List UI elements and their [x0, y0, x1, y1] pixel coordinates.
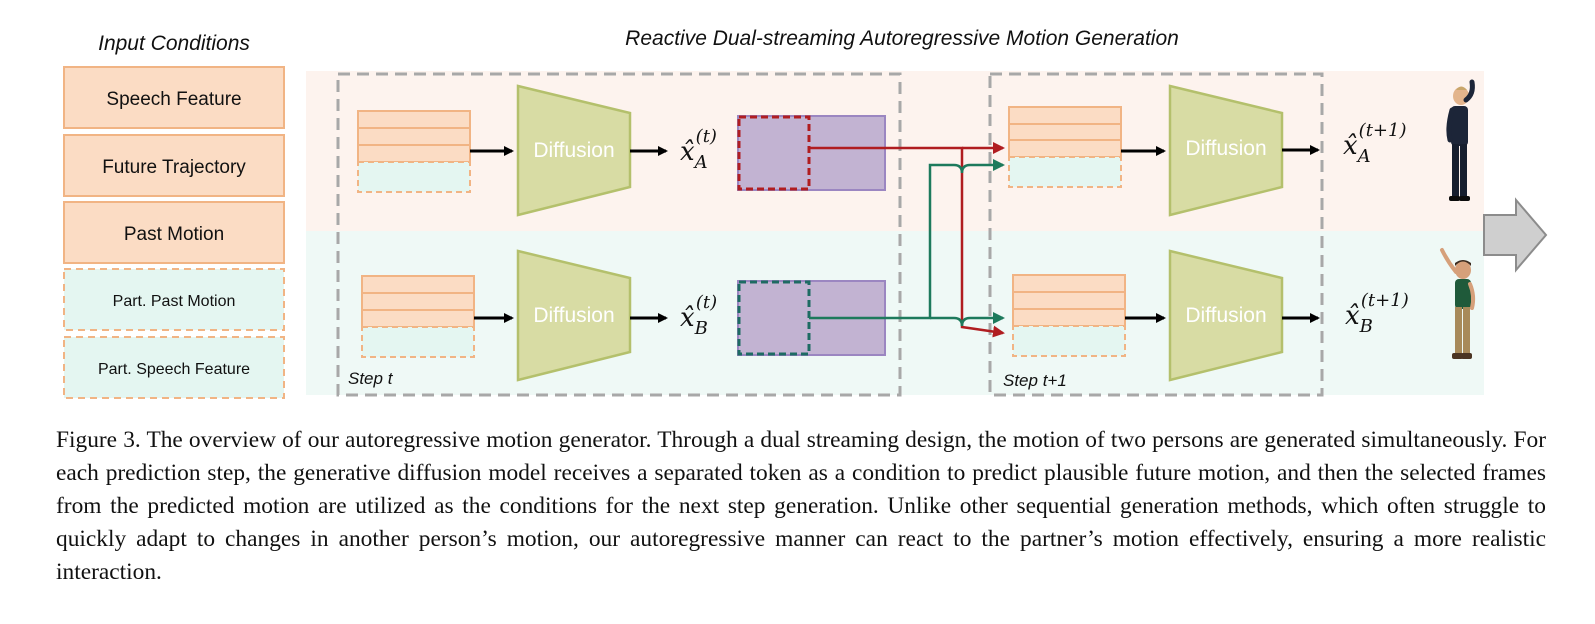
legend-label-part-speech-feature: Part. Speech Feature	[98, 361, 250, 378]
red-arrow-a-to-b	[809, 146, 1005, 338]
figure-caption: Figure 3. The overview of our autoregres…	[56, 427, 1546, 585]
legend-box-future-trajectory	[63, 134, 285, 197]
selected-frames-step-t-a	[737, 115, 811, 191]
step-t1-box	[988, 72, 1324, 397]
legend-label-past-motion: Past Motion	[124, 224, 224, 245]
person-b-figure	[1440, 248, 1476, 359]
token-stack-step-t1-b	[1012, 274, 1126, 357]
token-stack-step-t-b	[361, 275, 475, 358]
green-arrow-b-to-a	[809, 159, 1005, 320]
figure-diagram: Input Conditions Reactive Dual-streaming…	[63, 27, 1548, 399]
legend-label-future-trajectory: Future Trajectory	[102, 157, 246, 178]
input-conditions-title: Input Conditions	[98, 32, 250, 55]
next-step-arrow	[1483, 197, 1548, 273]
output-x-hat-b-t1: x̂B(t+1)	[1345, 290, 1409, 337]
main-title: Reactive Dual-streaming Autoregressive M…	[625, 27, 1179, 50]
diffusion-block-step-t1-b	[1168, 249, 1284, 382]
diffusion-block-step-t-b	[516, 249, 632, 382]
legend-label-part-past-motion: Part. Past Motion	[113, 293, 236, 310]
step-t-label: Step t	[348, 369, 394, 388]
legend-label-speech-feature: Speech Feature	[106, 89, 241, 110]
legend: Speech Feature Future Trajectory Past Mo…	[63, 66, 285, 399]
diffusion-block-step-t-a	[516, 84, 632, 217]
output-x-hat-a-t1: x̂A(t+1)	[1343, 120, 1406, 167]
output-x-hat-b-t: x̂B(t)	[680, 292, 717, 339]
diffusion-label-step-t-a: Diffusion	[533, 139, 614, 162]
step-t-box	[336, 72, 902, 397]
token-stack-step-t1-a	[1008, 106, 1122, 188]
diffusion-label-step-t1-b: Diffusion	[1185, 304, 1266, 327]
legend-box-speech-feature	[63, 66, 285, 129]
legend-box-part-past-motion	[63, 268, 285, 331]
legend-box-part-speech-feature	[63, 336, 285, 399]
diffusion-label-step-t1-a: Diffusion	[1185, 137, 1266, 160]
diffusion-label-step-t-b: Diffusion	[533, 304, 614, 327]
person-a-figure	[1446, 79, 1475, 201]
diffusion-block-step-t1-a	[1168, 84, 1284, 217]
bottom-stream-band	[306, 231, 1484, 395]
step-t1-label: Step t+1	[1003, 371, 1067, 390]
diagram-svg: Input Conditions Reactive Dual-streaming…	[63, 27, 1548, 399]
legend-box-past-motion	[63, 201, 285, 264]
token-stack-step-t-a	[357, 110, 471, 193]
green-arrow-b-to-b	[930, 312, 1005, 327]
output-x-hat-a-t: x̂A(t)	[680, 126, 717, 173]
predicted-motion-step-t-a	[737, 115, 886, 191]
